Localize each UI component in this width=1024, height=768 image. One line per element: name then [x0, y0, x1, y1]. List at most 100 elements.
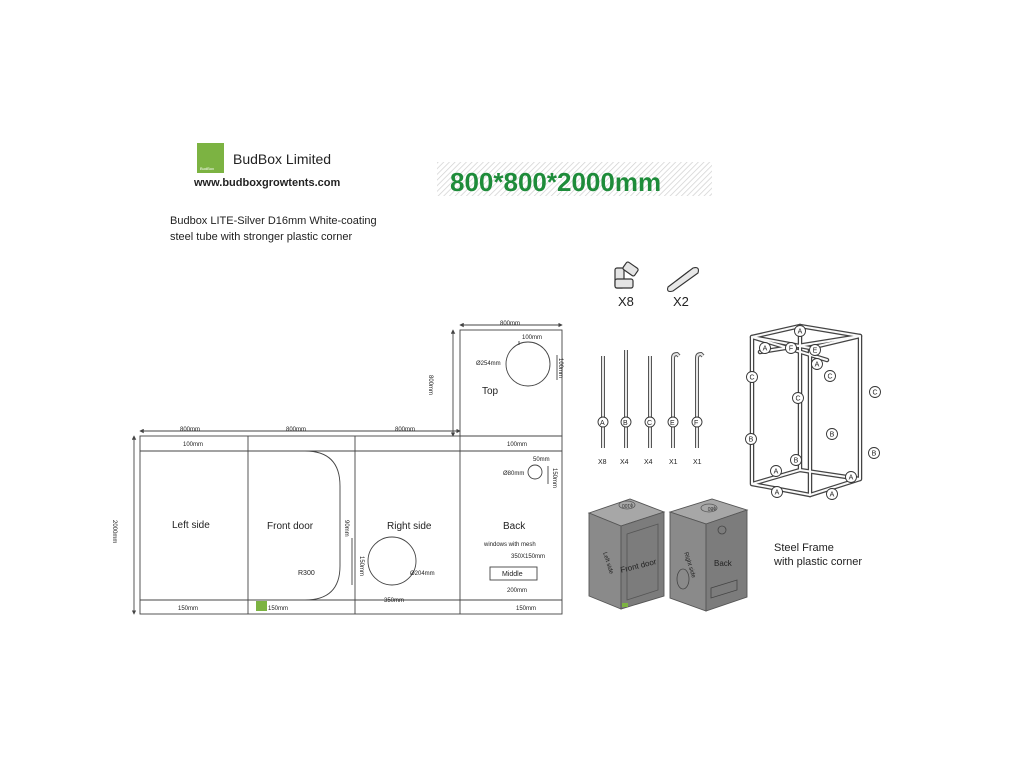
right-side-port-offset-bottom: 350mm [384, 598, 404, 604]
svg-text:C: C [827, 374, 832, 381]
frame-marker-c: C [792, 392, 804, 404]
right-side-port [367, 536, 417, 586]
svg-text:A: A [774, 469, 779, 476]
back-window-label: Middle [502, 571, 523, 578]
svg-text:B: B [749, 437, 754, 444]
tent-back-top-port: ɸ80 [707, 505, 716, 511]
frame-marker-c: C [824, 370, 836, 382]
frame-caption-line2: with plastic corner [773, 556, 862, 568]
top-panel-width: 800mm [500, 321, 520, 327]
back-window-size: 350X150mm [511, 554, 545, 560]
company-logo [197, 143, 224, 173]
frame-marker-b: B [745, 433, 757, 445]
left-side-width: 800mm [180, 427, 200, 433]
tent-front-view: ɸ100 Front door Left side [587, 498, 666, 610]
tube-a-letter: A [600, 420, 605, 427]
frame-marker-e: E [809, 344, 821, 356]
tube-e-count: X1 [669, 459, 678, 466]
frame-marker-b: B [826, 428, 838, 440]
tube-e-letter: E [670, 420, 675, 427]
front-door-bottom-margin: 150mm [268, 606, 288, 612]
back-window-offset-bottom: 200mm [507, 588, 527, 594]
strap-count: X2 [673, 294, 689, 309]
panel-layout [131, 322, 563, 615]
frame-marker-b: B [868, 447, 880, 459]
tent-front-door-face [620, 511, 665, 610]
left-side-top-margin: 100mm [183, 442, 203, 448]
svg-text:C: C [749, 375, 754, 382]
back-vent-diameter: Ø80mm [503, 471, 524, 477]
tube-f-count: X1 [693, 459, 702, 466]
frame-marker-b: B [790, 454, 802, 466]
description-line-2: steel tube with stronger plastic corner [170, 231, 353, 243]
tube-c: C X4 [644, 356, 656, 466]
right-side-port-offset-side: 150mm [358, 556, 364, 576]
left-side-bottom-margin: 150mm [178, 606, 198, 612]
parts-icons: X8 X2 [614, 261, 699, 309]
tube-a-count: X8 [598, 459, 607, 466]
tube-f-letter: F [694, 420, 698, 427]
top-panel-depth: 800mm [427, 375, 433, 395]
size-banner: 800*800*2000mm [437, 162, 712, 197]
company-name: BudBox Limited [233, 151, 331, 167]
size-banner-text: 800*800*2000mm [450, 167, 661, 197]
svg-text:A: A [775, 490, 780, 497]
tent-front-green-tag [622, 603, 628, 607]
tent-back-right-port [676, 568, 690, 590]
tube-b-count: X4 [620, 459, 629, 466]
tube-c-count: X4 [644, 459, 653, 466]
top-offset-top: 100mm [522, 335, 542, 341]
svg-text:A: A [830, 492, 835, 499]
frame-marker-a: A [759, 342, 771, 354]
tube-c-letter: C [647, 420, 652, 427]
tube-b: B X4 [620, 350, 632, 466]
tube-f: F X1 [691, 351, 705, 466]
frame-marker-f: F [785, 342, 797, 354]
frame-marker-a: A [811, 358, 823, 370]
tent-front-top-port: ɸ100 [622, 502, 633, 508]
svg-text:A: A [763, 346, 768, 353]
top-panel-port [505, 341, 551, 387]
company-website: www.budboxgrowtents.com [193, 177, 340, 189]
back-window-text: windows with mesh [483, 542, 536, 548]
front-door-radius: R300 [298, 570, 315, 577]
product-description: Budbox LITE-Silver D16mm White-coating s… [170, 215, 377, 243]
tube-a: A X8 [597, 356, 609, 466]
tube-e: E X1 [667, 351, 681, 466]
logo-text: BudBox [200, 166, 214, 171]
tent-back-vent [717, 525, 727, 535]
frame-marker-a: A [770, 465, 782, 477]
top-port-diameter: Ø254mm [476, 361, 501, 367]
walls-outline [139, 435, 563, 615]
corner-connector-icon [614, 261, 639, 289]
left-side-label: Left side [172, 520, 210, 531]
svg-text:C: C [872, 390, 877, 397]
front-door-green-marker [256, 601, 267, 611]
svg-text:F: F [789, 346, 793, 353]
frame-marker-c: C [746, 371, 758, 383]
top-offset-side: 100mm [557, 358, 563, 378]
frame-marker-a: A [826, 488, 838, 500]
tent-back-window [710, 579, 738, 599]
banner-hatch [437, 162, 712, 196]
back-vent-offset-side: 150mm [551, 468, 557, 488]
front-door-outline [250, 450, 341, 601]
tent-back-view: ɸ80 Back Right side [668, 498, 749, 612]
svg-text:A: A [849, 475, 854, 482]
svg-text:B: B [872, 451, 877, 458]
strap-icon [667, 267, 699, 293]
top-label: Top [482, 386, 499, 397]
top-panel-outline [459, 329, 563, 437]
right-side-port-diameter: Ø204mm [410, 571, 435, 577]
back-bottom-margin: 150mm [516, 606, 536, 612]
svg-text:C: C [795, 396, 800, 403]
wall-height: 2000mm [111, 520, 117, 543]
svg-text:B: B [794, 458, 799, 465]
back-window [489, 566, 538, 581]
tube-list: A X8 B X4 C X4 E X1 [597, 350, 705, 466]
front-door-side-dim: 90mm [343, 520, 349, 537]
corner-count: X8 [618, 294, 634, 309]
front-door-width: 800mm [286, 427, 306, 433]
